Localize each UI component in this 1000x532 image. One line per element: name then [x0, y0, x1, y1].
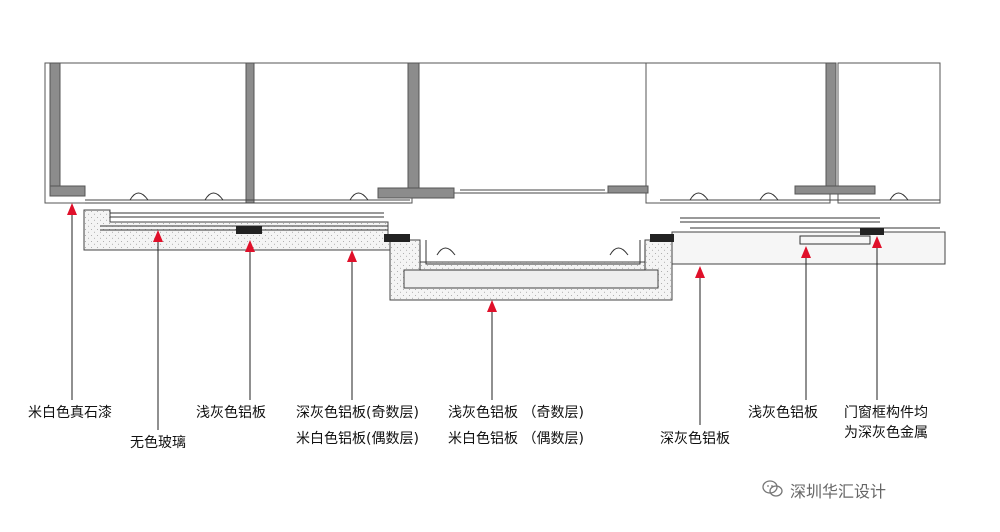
- label-frame-note-line-1: 门窗框构件均: [844, 405, 928, 421]
- label-frame-note: 门窗框构件均 为深灰色金属: [844, 404, 928, 442]
- wechat-icon: [762, 480, 783, 497]
- glass-frame-details: [100, 192, 940, 271]
- center-panel-band: [403, 269, 659, 289]
- arrowhead-light-gray-1: [245, 240, 255, 252]
- room-3: [417, 62, 647, 194]
- room-2: [249, 62, 413, 204]
- arrowheads: [67, 203, 882, 312]
- column-4: [825, 62, 837, 189]
- column-4-foot: [794, 185, 876, 195]
- glazing-lines: [85, 189, 940, 204]
- interior-room-row: [44, 62, 941, 204]
- label-light-gray-odd: 浅灰色铝板 （奇数层) 米白色铝板 （偶数层): [448, 404, 584, 448]
- label-paint: 米白色真石漆: [28, 404, 112, 422]
- arrowhead-dark-gray-odd: [347, 250, 357, 262]
- column-1: [245, 62, 255, 204]
- column-3-foot: [607, 185, 649, 194]
- column-2-foot: [377, 187, 455, 199]
- label-dark-gray-odd-line-1: 深灰色铝板(奇数层): [296, 405, 419, 421]
- label-glass: 无色玻璃: [130, 434, 186, 452]
- label-paint-line-1: 米白色真石漆: [28, 405, 112, 421]
- label-light-gray-2-line-1: 浅灰色铝板: [748, 405, 818, 421]
- arrowhead-light-gray-odd: [487, 300, 497, 312]
- node-2: [384, 234, 410, 242]
- structural-walls: [49, 62, 876, 204]
- wall-left: [49, 62, 61, 194]
- facade-right: [671, 231, 946, 265]
- room-5: [837, 62, 941, 204]
- label-dark-gray-odd: 深灰色铝板(奇数层) 米白色铝板(偶数层): [296, 404, 419, 448]
- room-4: [645, 62, 831, 204]
- node-3: [650, 234, 674, 242]
- label-frame-note-line-2: 为深灰色金属: [844, 425, 928, 441]
- frame-nodes: [236, 226, 884, 242]
- arrowhead-light-gray-2: [801, 246, 811, 258]
- facade-panels: [83, 209, 946, 301]
- node-1: [236, 226, 262, 234]
- label-dark-gray-odd-line-2: 米白色铝板(偶数层): [296, 431, 419, 447]
- label-glass-line-1: 无色玻璃: [130, 435, 186, 451]
- label-light-gray-1: 浅灰色铝板: [196, 404, 266, 422]
- label-dark-gray-2: 深灰色铝板: [660, 430, 730, 448]
- room-1: [44, 62, 251, 204]
- arrowhead-paint: [67, 203, 77, 215]
- label-dark-gray-2-line-1: 深灰色铝板: [660, 431, 730, 447]
- arrowhead-frame-note: [872, 236, 882, 248]
- label-light-gray-odd-line-1: 浅灰色铝板 （奇数层): [448, 405, 584, 421]
- node-4: [860, 228, 884, 235]
- wall-left-foot: [49, 185, 86, 197]
- watermark-text: 深圳华汇设计: [790, 482, 887, 501]
- arrowhead-dark-gray-2: [695, 266, 705, 278]
- leader-lines: [71, 212, 878, 430]
- label-light-gray-odd-line-2: 米白色铝板 （偶数层): [448, 431, 584, 447]
- label-light-gray-2: 浅灰色铝板: [748, 404, 818, 422]
- arrowhead-glass: [153, 230, 163, 242]
- label-light-gray-1-line-1: 浅灰色铝板: [196, 405, 266, 421]
- column-2: [407, 62, 420, 194]
